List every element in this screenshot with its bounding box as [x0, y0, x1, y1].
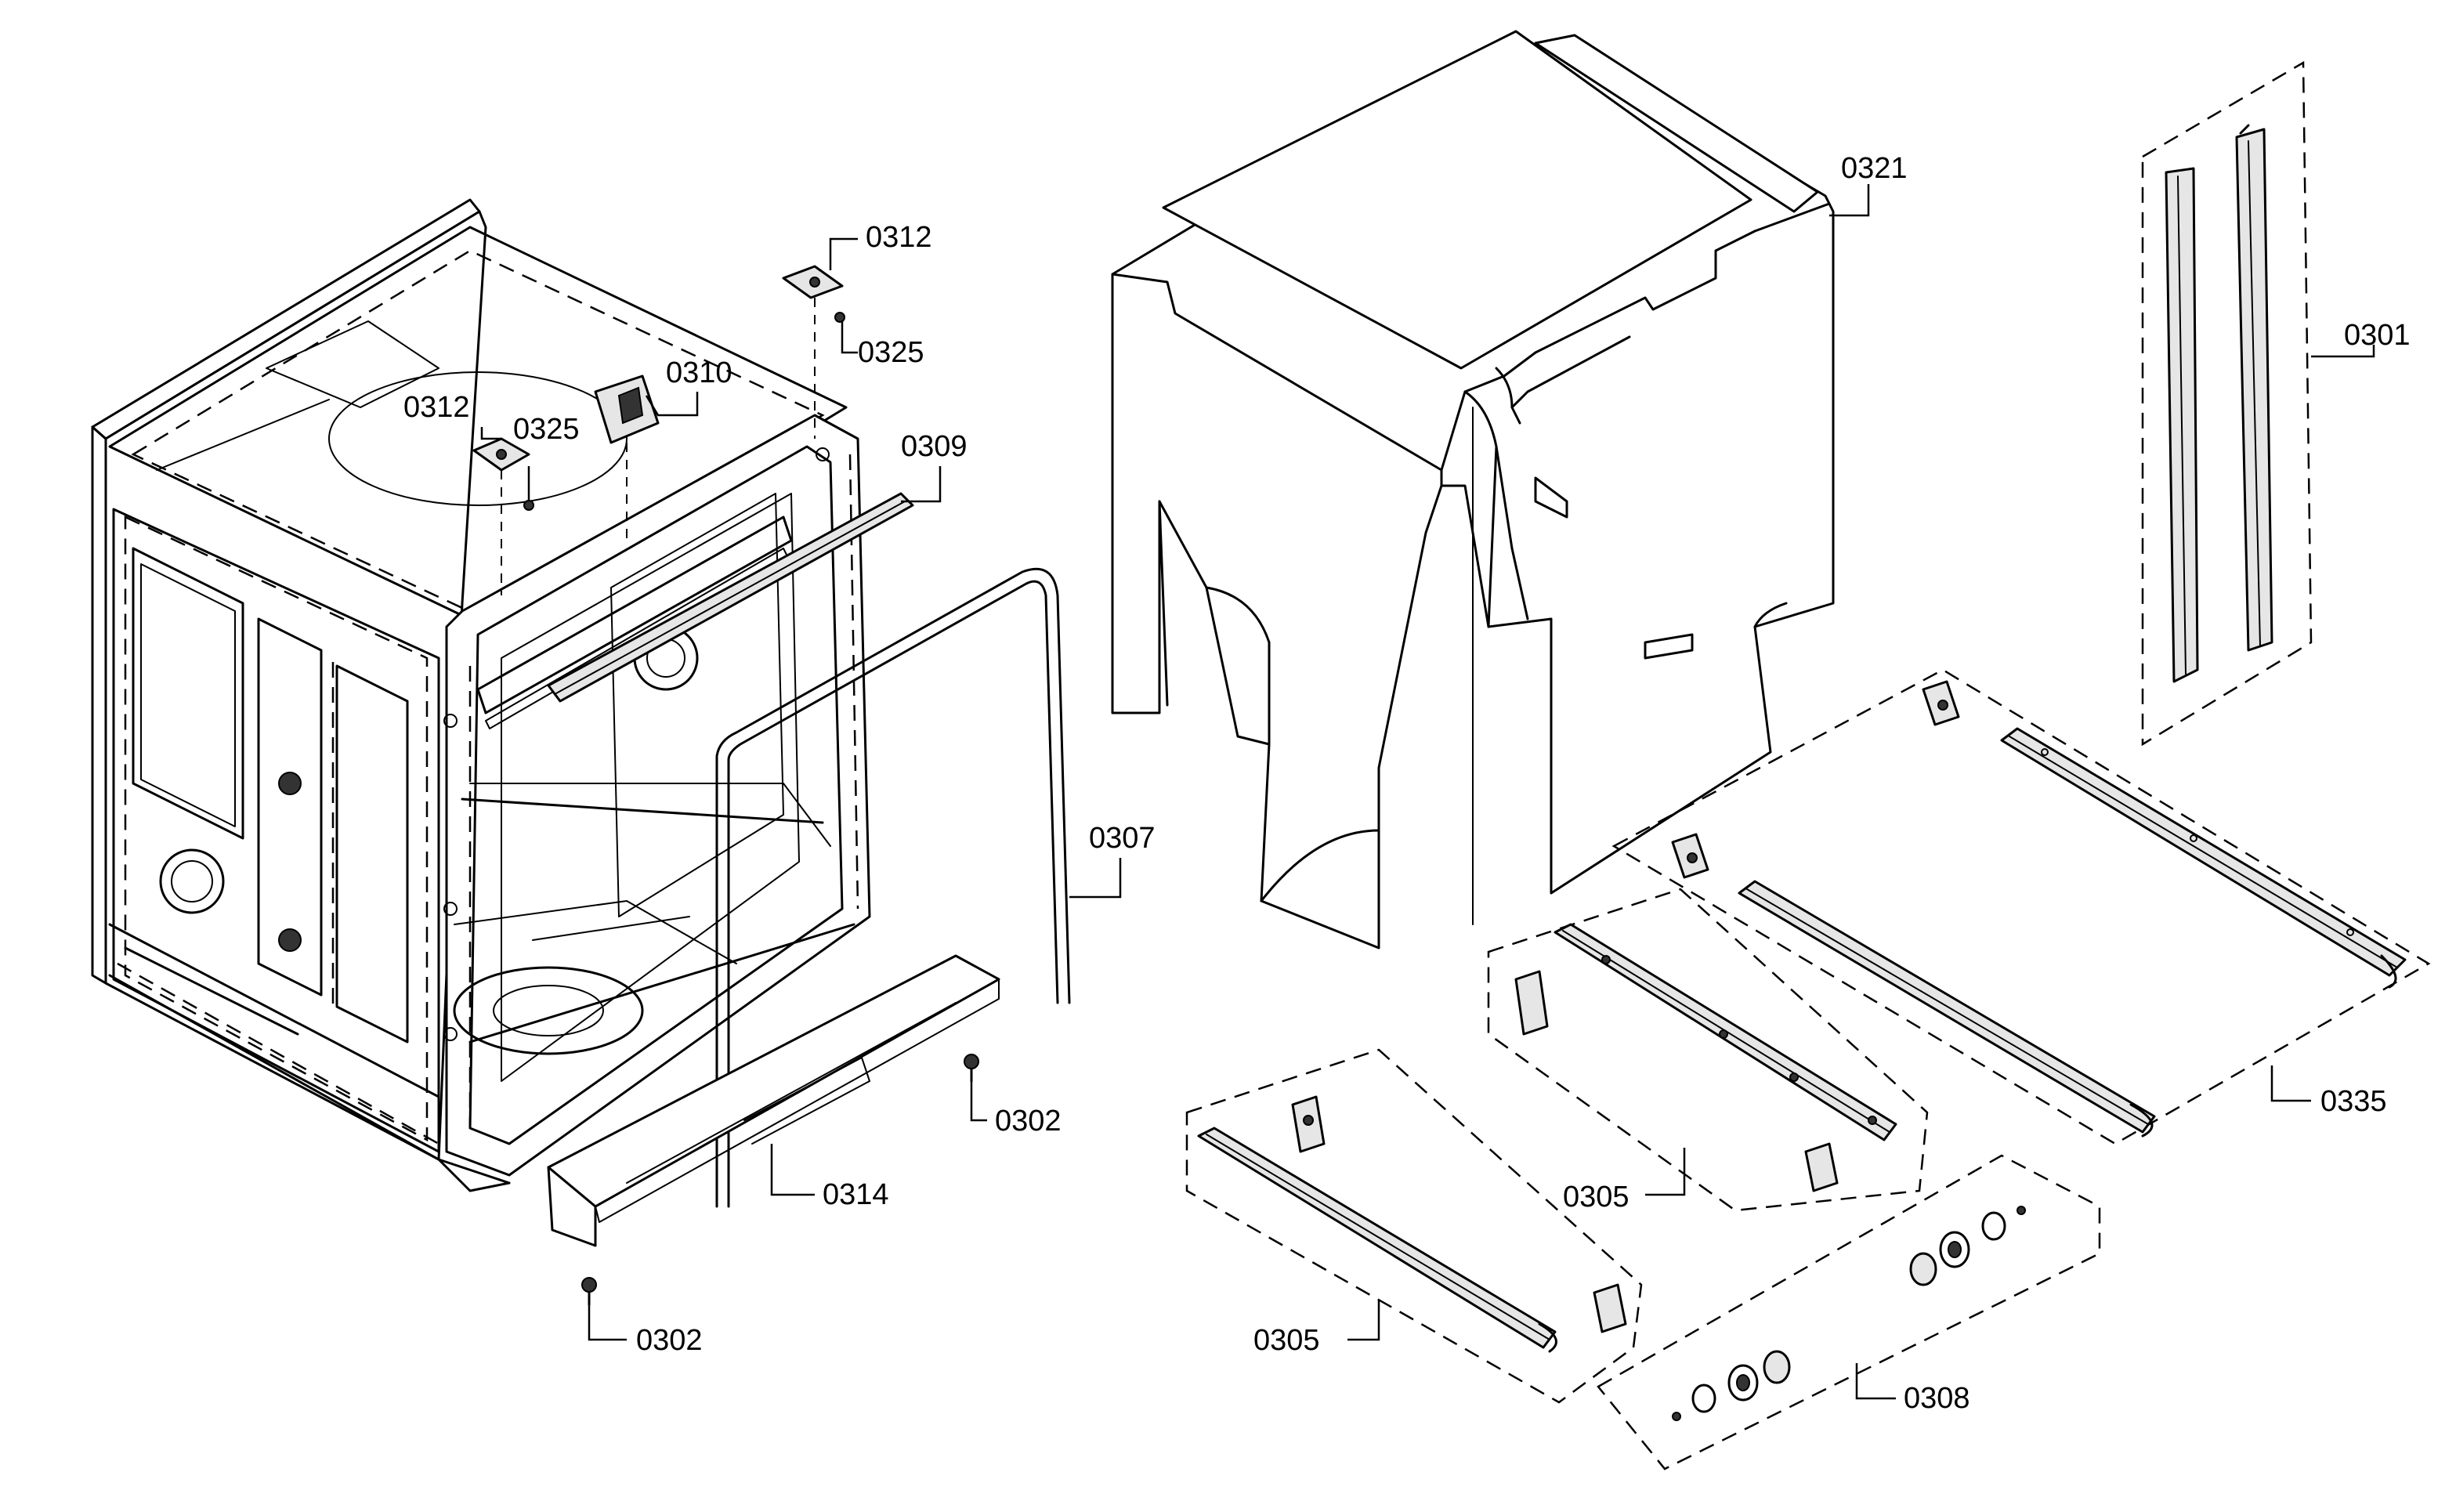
clip-lower-0335 — [1671, 833, 1709, 879]
rack-rail-assembly-0335 — [1611, 668, 2431, 1145]
label-0335: 0335 — [2320, 1085, 2387, 1118]
roller-hardware-0308 — [1597, 1154, 2101, 1470]
label-0302-left: 0302 — [636, 1324, 703, 1357]
label-0307: 0307 — [1089, 822, 1156, 855]
rail-upper-0335 — [2000, 727, 2407, 989]
side-rails-0301 — [2141, 60, 2313, 747]
label-0305-upper: 0305 — [1563, 1181, 1629, 1214]
label-0310: 0310 — [666, 356, 732, 389]
clip-0305-upper-right — [1804, 1142, 1839, 1192]
hinge-bracket-0312-right — [782, 265, 844, 299]
label-0301: 0301 — [2344, 319, 2411, 352]
clip-upper-0335 — [1922, 680, 1960, 726]
door-gasket-0307 — [715, 567, 1071, 1208]
clip-0305-lower-right — [1593, 1283, 1627, 1333]
label-0325-left: 0325 — [513, 413, 580, 446]
clip-0305-upper-left — [1514, 970, 1549, 1036]
screw-0302-right — [964, 1054, 979, 1083]
label-0325-right: 0325 — [858, 336, 924, 369]
rail-set-0305-lower — [1185, 1048, 1643, 1404]
roller-set-lower — [1672, 1350, 1791, 1421]
screw-0302-left — [581, 1277, 597, 1306]
label-0309: 0309 — [901, 430, 968, 463]
seal-strip-0309 — [547, 492, 914, 703]
screw-0325-left — [523, 500, 534, 511]
rail-lower-0335 — [1738, 880, 2156, 1138]
label-0314: 0314 — [823, 1178, 889, 1211]
label-0312-right: 0312 — [866, 221, 932, 254]
label-0321: 0321 — [1841, 152, 1908, 185]
label-0305-lower: 0305 — [1253, 1324, 1320, 1357]
roller-set-upper — [1909, 1206, 2026, 1286]
dishwasher-tub — [91, 198, 871, 1192]
callout-leaders — [480, 184, 2375, 1400]
part-labels: 0312 0325 0310 0312 0325 0309 0307 0302 … — [403, 152, 2411, 1415]
screw-0325-right — [834, 312, 845, 323]
label-0312-left: 0312 — [403, 391, 470, 424]
bracket-0310 — [594, 374, 660, 444]
label-0302-right: 0302 — [995, 1105, 1062, 1138]
label-0308: 0308 — [1904, 1382, 1970, 1415]
rail-set-0305-upper — [1487, 888, 1929, 1212]
kick-trim-0314 — [547, 954, 1000, 1247]
insulation-blanket-0321 — [1111, 30, 1835, 950]
hinge-bracket-0312-left — [472, 437, 530, 472]
clip-0305-lower-top — [1291, 1095, 1326, 1153]
